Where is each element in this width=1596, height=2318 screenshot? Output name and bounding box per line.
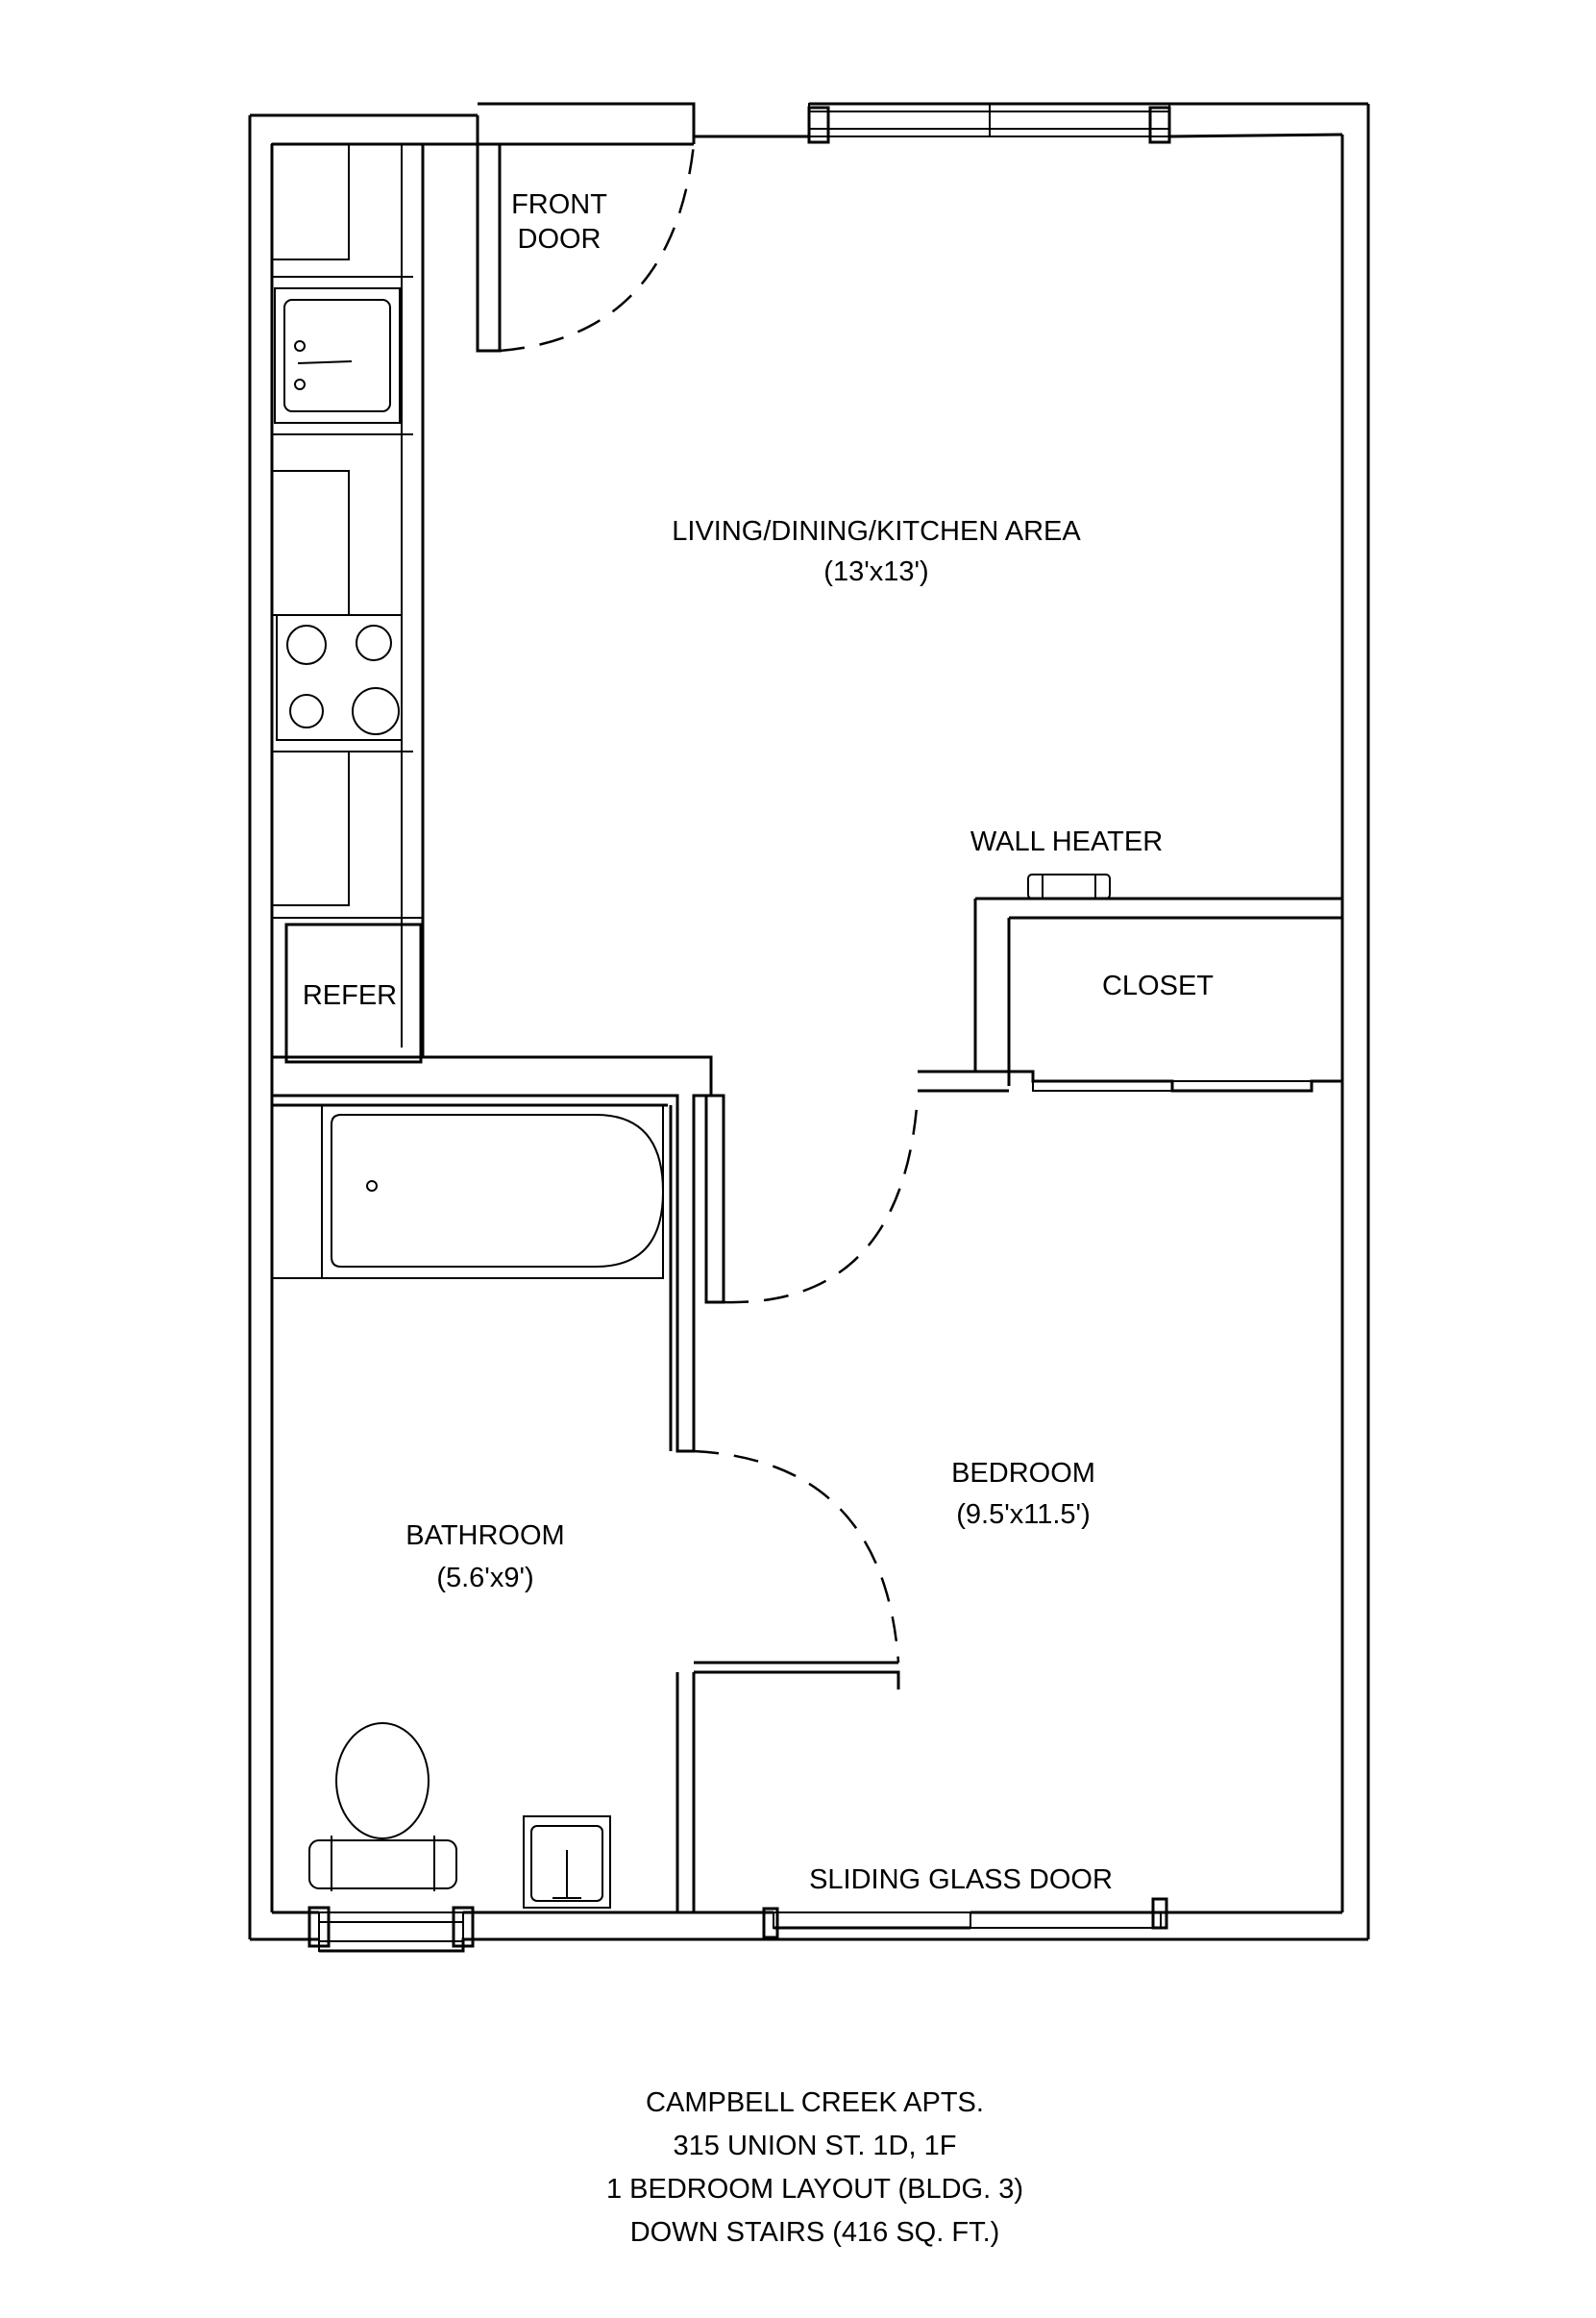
bedroom-size: (9.5'x11.5') [956,1499,1091,1530]
bathroom-door [693,1449,900,1664]
front-door-label-line1: FRONT [511,189,607,220]
front-door [476,102,696,353]
caption-line-1: CAMPBELL CREEK APTS. [646,2087,984,2118]
wall-heater-label: WALL HEATER [970,826,1163,857]
room-labels: FRONT DOOR LIVING/DINING/KITCHEN AREA (1… [303,189,1214,1895]
bedroom-door [704,1070,1011,1304]
caption-line-2: 315 UNION ST. 1D, 1F [674,2131,957,2161]
living-area-size: (13'x13') [823,556,928,587]
bedroom-label: BEDROOM [951,1458,1095,1489]
sliding-glass-door [762,1897,1168,1939]
caption-line-3: 1 BEDROOM LAYOUT (BLDG. 3) [606,2174,1023,2205]
bathroom-window [307,1906,475,1952]
front-door-label-line2: DOOR [518,224,602,255]
top-window [807,103,1171,144]
kitchen-counter [271,142,713,1096]
closet-label: CLOSET [1102,971,1214,1001]
bathroom-sink [523,1815,611,1909]
closet [973,897,1342,1093]
bathtub [271,1104,665,1279]
caption: CAMPBELL CREEK APTS. 315 UNION ST. 1D, 1… [606,2087,1023,2248]
bathroom-size: (5.6'x9') [436,1563,533,1593]
bathroom-label: BATHROOM [405,1520,564,1551]
bathroom-walls [272,1094,900,1912]
wall-heater [1027,874,1111,900]
caption-line-4: DOWN STAIRS (416 SQ. FT.) [630,2217,1000,2248]
refer-label: REFER [303,980,397,1011]
toilet [308,1722,457,1891]
living-area-label: LIVING/DINING/KITCHEN AREA [672,516,1081,547]
exterior-walls [248,102,1370,1953]
sliding-glass-door-label: SLIDING GLASS DOOR [809,1864,1113,1895]
